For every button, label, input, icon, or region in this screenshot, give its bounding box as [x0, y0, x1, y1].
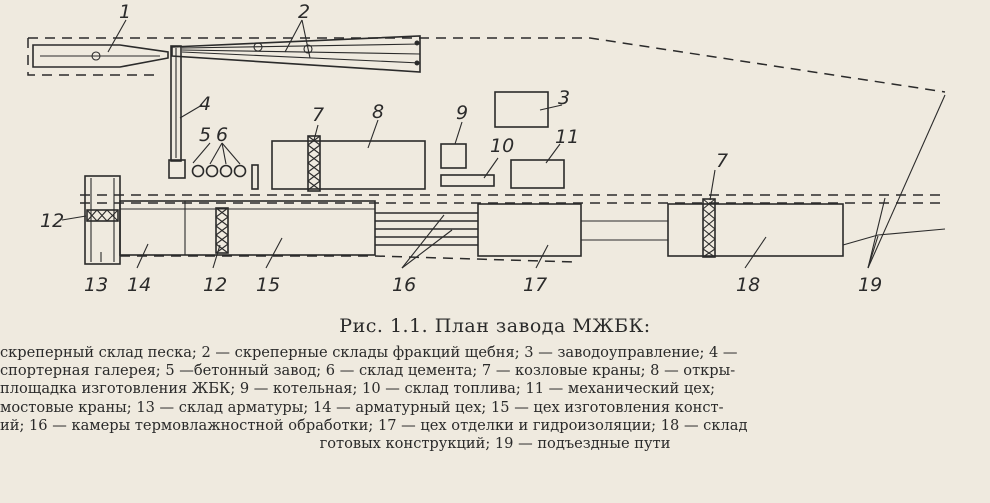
cement-storage [191, 164, 247, 178]
concrete-plant [168, 159, 186, 179]
mechanical-shop [510, 159, 565, 189]
bridge-crane-b [215, 207, 229, 254]
label-19: 19 [858, 274, 882, 296]
label-10: 10 [490, 135, 514, 157]
label-4: 4 [199, 93, 211, 115]
boiler-house [440, 143, 467, 169]
stone-scraper-storages [171, 35, 421, 73]
leader-lines [61, 19, 946, 269]
label-15: 15 [256, 274, 280, 296]
label-6: 6 [216, 124, 228, 146]
steam-curing-chambers [375, 212, 478, 246]
bridge-crane-a [86, 209, 119, 222]
reinforcement-shop [119, 200, 376, 256]
administration-building [494, 91, 549, 128]
railway-line-bottom [120, 255, 576, 263]
label-17: 17 [523, 274, 547, 296]
finishing-shop [477, 203, 582, 257]
reinforcement-storage [84, 175, 121, 265]
label-1: 1 [119, 1, 131, 23]
legend-line-2: спортерная галерея; 5 —бетонный завод; 6… [0, 362, 736, 380]
sand-scraper-storage [32, 44, 169, 68]
label-3: 3 [558, 87, 570, 109]
legend-line-3: площадка изготовления ЖБК; 9 — котельная… [0, 380, 716, 398]
label-5: 5 [199, 124, 211, 146]
label-14: 14 [127, 274, 151, 296]
label-18: 18 [736, 274, 760, 296]
finished-products-storage [667, 203, 844, 257]
open-production-area [271, 140, 426, 190]
legend-line-1: скреперный склад песка; 2 — скреперные с… [0, 344, 738, 361]
label-2: 2 [298, 1, 310, 23]
figure-legend: скреперный склад песка; 2 — скреперные с… [0, 344, 990, 453]
legend-line-5: ий; 16 — камеры термовлажностной обработ… [0, 416, 748, 434]
label-11: 11 [555, 126, 579, 148]
conveyor-gallery [170, 45, 182, 162]
label-7b: 7 [716, 150, 728, 172]
site-boundary-top [28, 37, 946, 93]
label-12a: 12 [40, 210, 64, 232]
label-8: 8 [372, 101, 384, 123]
gantry-crane-a [307, 135, 321, 192]
gantry-crane-b [702, 198, 716, 258]
access-railway [842, 228, 946, 246]
label-13: 13 [84, 274, 108, 296]
fuel-storage [440, 174, 495, 187]
legend-line-6: готовых конструкций; 19 — подъездные пут… [319, 435, 671, 453]
label-12b: 12 [203, 274, 227, 296]
figure-caption: Рис. 1.1. План завода МЖБК: [339, 315, 651, 337]
label-7a: 7 [312, 104, 324, 126]
site-boundary-left [27, 38, 160, 76]
label-16: 16 [392, 274, 416, 296]
factory-plan-diagram: 1 2 3 4 5 6 7 8 9 10 11 7 12 13 14 12 15… [27, 1, 946, 296]
label-9: 9 [456, 102, 468, 124]
legend-line-4: мостовые краны; 13 — склад арматуры; 14 … [0, 398, 724, 416]
